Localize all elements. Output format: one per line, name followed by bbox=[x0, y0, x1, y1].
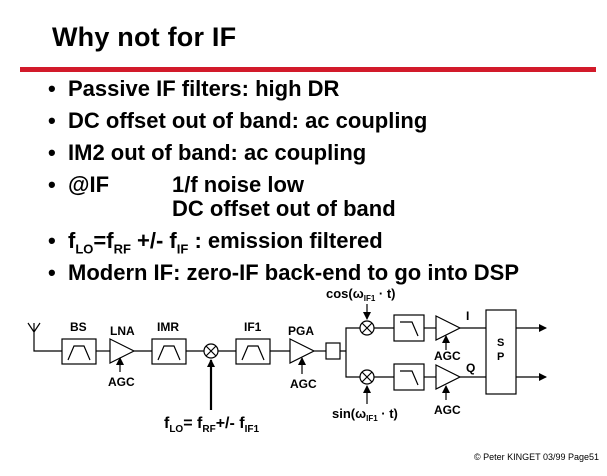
bandpass-icon bbox=[241, 345, 265, 361]
imr-filter-box bbox=[151, 338, 187, 365]
flo-equation-label: fLO= fRF+/- fIF1 bbox=[164, 415, 259, 435]
fif-f: +/- f bbox=[130, 228, 177, 253]
q-output-label: Q bbox=[466, 361, 475, 375]
bandpass-icon bbox=[157, 345, 181, 361]
splitter-box bbox=[325, 342, 341, 360]
bullet-marker: • bbox=[48, 260, 56, 285]
sp-block-box bbox=[485, 309, 517, 395]
bullet-marker: • bbox=[48, 108, 56, 133]
i-output-label: I bbox=[466, 309, 469, 323]
bullet-text: Passive IF filters: high DR bbox=[68, 76, 340, 101]
agc-amplifier-icon bbox=[435, 364, 462, 390]
frf-f: =f bbox=[93, 228, 114, 253]
flo-subscript: LO bbox=[75, 241, 94, 257]
bullet-lead: @IF bbox=[68, 172, 110, 197]
frf-subscript: RF bbox=[113, 241, 131, 257]
bullet-marker: • bbox=[48, 76, 56, 101]
bullet-item: • IM2 out of band: ac coupling bbox=[48, 140, 366, 166]
if1-label: IF1 bbox=[244, 320, 262, 334]
pga-label: PGA bbox=[288, 324, 314, 338]
sp-label-p: P bbox=[497, 351, 504, 363]
bullet-item: • Passive IF filters: high DR bbox=[48, 76, 339, 102]
bullet-text: : emission filtered bbox=[194, 228, 383, 253]
bs-filter-box bbox=[61, 338, 97, 365]
bullet-subline: DC offset out of band bbox=[172, 196, 396, 221]
sp-label-s: S bbox=[497, 337, 504, 349]
flo-f: f bbox=[68, 228, 76, 253]
bullet-item: • fLO=fRF +/- fIF : emission filtered bbox=[48, 228, 383, 256]
cos-lo-label: cos(ωIF1 · t) bbox=[326, 286, 396, 303]
lowpass-icon bbox=[400, 370, 419, 386]
fif-subscript: IF bbox=[176, 241, 189, 257]
bullet-item: • DC offset out of band: ac coupling bbox=[48, 108, 427, 134]
bullet-item: • @IF bbox=[48, 172, 109, 198]
lna-amplifier-icon bbox=[109, 338, 136, 364]
agc-label: AGC bbox=[434, 403, 461, 417]
sin-lo-label: sin(ωIF1 · t) bbox=[332, 406, 398, 423]
bullet-marker: • bbox=[48, 228, 56, 253]
bullet-subline: 1/f noise low bbox=[172, 172, 305, 197]
if1-filter-box bbox=[235, 338, 271, 365]
lna-label: LNA bbox=[110, 324, 135, 338]
imr-label: IMR bbox=[157, 320, 179, 334]
bullet-item: • Modern IF: zero-IF back-end to go into … bbox=[48, 260, 519, 286]
lowpass-icon bbox=[400, 321, 419, 337]
title-divider bbox=[20, 67, 596, 72]
agc-label: AGC bbox=[108, 375, 135, 389]
copyright-footer: © Peter KINGET 03/99 Page51 bbox=[474, 452, 600, 462]
bullet-text: Modern IF: zero-IF back-end to go into D… bbox=[68, 260, 519, 285]
agc-label: AGC bbox=[290, 377, 317, 391]
bullet-marker: • bbox=[48, 172, 56, 197]
bandpass-icon bbox=[67, 345, 91, 361]
agc-label: AGC bbox=[434, 349, 461, 363]
lowpass-filter-box bbox=[393, 363, 425, 391]
lowpass-filter-box bbox=[393, 314, 425, 342]
antenna-icon bbox=[27, 322, 62, 352]
agc-amplifier-icon bbox=[435, 315, 462, 341]
bullet-text: IM2 out of band: ac coupling bbox=[68, 140, 367, 165]
bullet-text: DC offset out of band: ac coupling bbox=[68, 108, 428, 133]
slide-title: Why not for IF bbox=[52, 22, 237, 52]
bullet-marker: • bbox=[48, 140, 56, 165]
bs-label: BS bbox=[70, 320, 87, 334]
